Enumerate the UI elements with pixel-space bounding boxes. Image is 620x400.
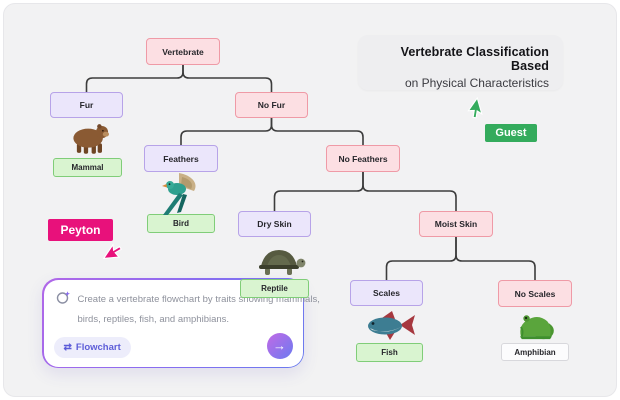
guest-cursor-label: Guest bbox=[485, 124, 537, 142]
node-reptile[interactable]: Reptile bbox=[240, 279, 309, 298]
node-no-feathers[interactable]: No Feathers bbox=[326, 145, 400, 172]
flowchart-chip-label: Flowchart bbox=[75, 341, 121, 353]
guest-cursor-icon bbox=[467, 96, 483, 119]
node-fish[interactable]: Fish bbox=[356, 343, 423, 362]
node-scales[interactable]: Scales bbox=[350, 280, 423, 306]
node-amphibian[interactable]: Amphibian bbox=[501, 343, 569, 361]
frog-image[interactable] bbox=[514, 310, 556, 342]
node-dry-skin[interactable]: Dry Skin bbox=[238, 211, 311, 237]
title-line2: on Physical Characteristics bbox=[404, 76, 549, 90]
node-fur[interactable]: Fur bbox=[50, 92, 123, 118]
turtle-image[interactable] bbox=[253, 244, 309, 276]
peyton-cursor-label: Peyton bbox=[48, 219, 113, 241]
node-bird[interactable]: Bird bbox=[147, 214, 215, 233]
send-button[interactable]: → bbox=[266, 332, 293, 359]
ai-sparkle-icon bbox=[56, 290, 70, 304]
arrow-right-icon: → bbox=[273, 338, 286, 353]
ai-prompt-text-line1: Create a vertebrate flowchart by traits … bbox=[77, 293, 320, 305]
fish-image[interactable] bbox=[362, 310, 418, 341]
ai-prompt-text: Create a vertebrate flowchart by traits … bbox=[78, 290, 320, 330]
swap-arrows-icon: ⇄ bbox=[63, 341, 72, 353]
bear-image[interactable] bbox=[63, 121, 115, 157]
title-card[interactable]: Vertebrate Classification Based on Physi… bbox=[358, 35, 563, 90]
peyton-cursor-icon bbox=[102, 243, 123, 260]
node-no-scales[interactable]: No Scales bbox=[498, 280, 572, 307]
node-moist-skin[interactable]: Moist Skin bbox=[419, 211, 493, 237]
title-line1: Vertebrate Classification Based bbox=[400, 45, 549, 73]
node-mammal[interactable]: Mammal bbox=[53, 158, 122, 177]
node-no-fur[interactable]: No Fur bbox=[235, 92, 308, 118]
node-feathers[interactable]: Feathers bbox=[144, 145, 218, 172]
bird-image[interactable] bbox=[149, 171, 213, 217]
flowchart-chip[interactable]: ⇄ Flowchart bbox=[53, 336, 131, 358]
node-vertebrate[interactable]: Vertebrate bbox=[146, 38, 220, 65]
ai-prompt-text-line2: birds, reptiles, fish, and amphibians. bbox=[77, 313, 230, 325]
